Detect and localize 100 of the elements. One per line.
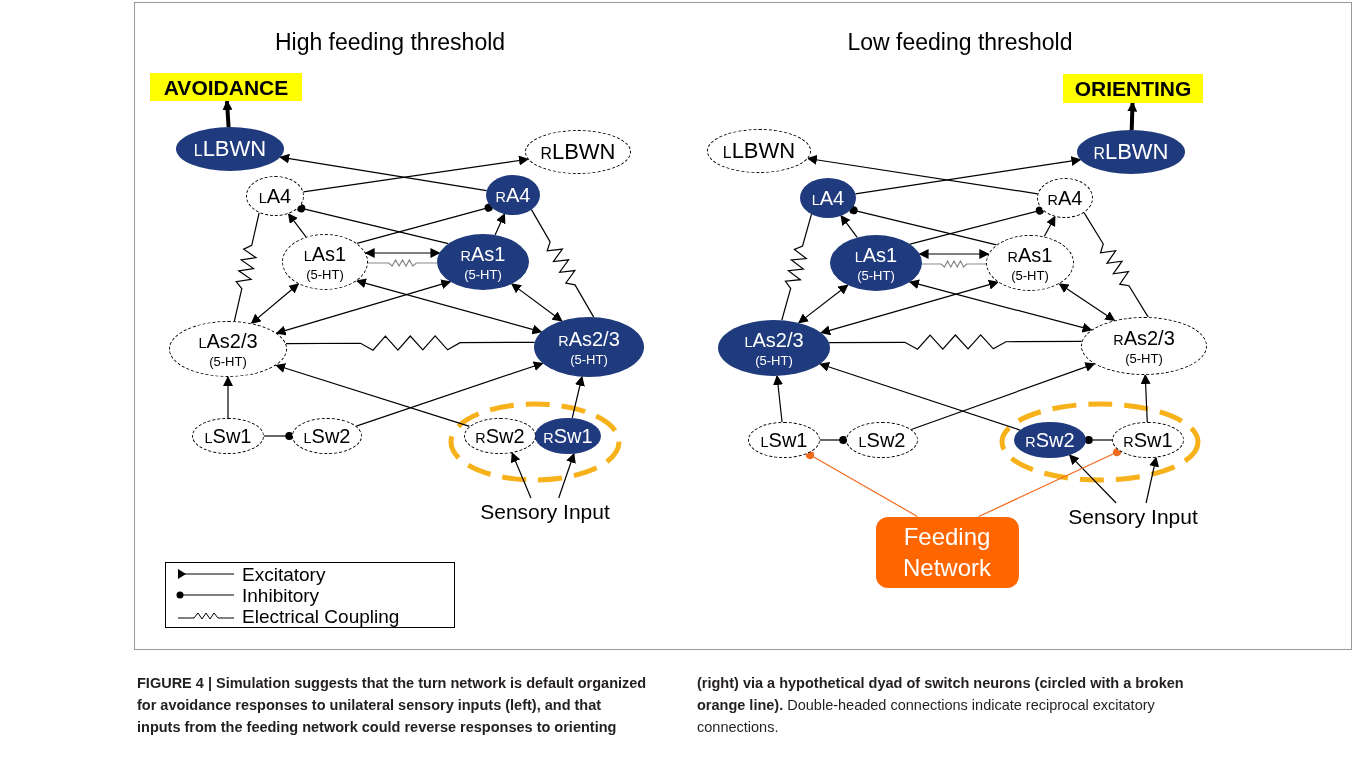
neuron-name: RSw2 <box>475 426 525 446</box>
neuron-name: RLBWN <box>540 141 616 163</box>
neuron-name: LLBWN <box>722 140 796 162</box>
transmitter-label: (5-HT) <box>570 352 608 366</box>
electrical-coupling-zigzag <box>1083 212 1149 318</box>
transmitter-label: (5-HT) <box>755 353 793 367</box>
neuron-name: LSw1 <box>760 430 808 450</box>
arrow <box>558 452 576 499</box>
arrow <box>287 212 307 238</box>
behavior-label: AVOIDANCE <box>163 76 289 98</box>
neuron-ellipse <box>1112 422 1184 458</box>
behavior-output-box <box>1063 73 1203 103</box>
neuron-ellipse <box>846 422 918 458</box>
arrow <box>854 156 1082 195</box>
neuron-name: LAs1 <box>303 243 347 264</box>
neuron-ellipse <box>246 176 304 216</box>
double-arrow <box>918 249 990 259</box>
arrow <box>571 375 585 419</box>
electrical-coupling-zigzag <box>285 334 536 351</box>
inhibitory-connector <box>909 206 1044 245</box>
panel-title: Low feeding threshold <box>847 27 1073 57</box>
transmitter-label: (5-HT) <box>306 267 344 281</box>
neuron-ellipse <box>830 235 922 291</box>
neuron-name: RAs1 <box>460 243 506 264</box>
double-arrow <box>908 279 1093 333</box>
inhibitory-connector <box>805 450 918 518</box>
arrow <box>840 214 858 239</box>
neuron-name: RA4 <box>495 185 531 205</box>
double-arrow <box>364 248 441 258</box>
neuron-ellipse <box>800 178 856 218</box>
feeding-network-box <box>875 516 1019 588</box>
double-arrow <box>820 279 999 336</box>
neuron-name: RAs1 <box>1007 244 1053 265</box>
neuron-ellipse <box>464 418 536 454</box>
double-arrow <box>355 278 543 335</box>
behavior-output-box <box>150 73 302 101</box>
inhibitory-connector <box>849 206 998 246</box>
arrow <box>223 376 233 419</box>
neuron-ellipse <box>535 418 601 454</box>
network-label: Feeding Network <box>902 521 992 583</box>
electrical-coupling-zigzag <box>828 334 1083 350</box>
neuron-ellipse <box>1077 130 1185 174</box>
inhibitory-connector <box>819 435 848 445</box>
transmitter-label: (5-HT) <box>1011 268 1049 282</box>
legend-text: Electrical Coupling <box>242 606 400 626</box>
legend-text: Inhibitory <box>242 585 320 605</box>
neuron-name: RA4 <box>1047 188 1083 208</box>
arrow <box>1068 454 1117 504</box>
neuron-name: LLBWN <box>193 138 267 160</box>
neuron-ellipse <box>1014 422 1086 458</box>
transmitter-label: (5-HT) <box>857 268 895 282</box>
arrow <box>510 452 532 499</box>
neuron-name: LSw2 <box>858 430 906 450</box>
neuron-name: LSw2 <box>303 426 351 446</box>
double-arrow <box>275 279 452 336</box>
neuron-name: RSw1 <box>1123 430 1173 450</box>
neuron-ellipse <box>437 234 529 290</box>
inhibitory-connector <box>297 204 449 245</box>
inhibitory-connector <box>978 448 1122 518</box>
transmitter-label: (5-HT) <box>1125 351 1163 365</box>
double-arrow <box>797 284 849 324</box>
transmitter-label: (5-HT) <box>464 267 502 281</box>
neuron-name: RAs2/3 <box>558 328 620 349</box>
arrow <box>819 362 1021 431</box>
neuron-ellipse <box>486 175 540 215</box>
arrow <box>773 374 783 423</box>
electrical-coupling-zigzag <box>530 209 595 318</box>
neuron-name: RSw2 <box>1025 430 1075 450</box>
neuron-name: RLBWN <box>1093 141 1169 163</box>
arrow <box>494 213 506 236</box>
neuron-ellipse <box>1037 178 1093 218</box>
transmitter-label: (5-HT) <box>209 354 247 368</box>
inhibitory-connector <box>1084 435 1113 445</box>
neuron-name: LSw1 <box>204 426 252 446</box>
behavior-label: ORIENTING <box>1074 77 1192 99</box>
arrow <box>910 362 1096 431</box>
thick-arrow <box>222 100 233 128</box>
neuron-name: LAs1 <box>854 244 898 265</box>
neuron-ellipse <box>718 320 830 376</box>
arrow <box>279 153 488 192</box>
arrow <box>1145 456 1160 504</box>
input-label: Sensory Input <box>480 500 610 522</box>
neuron-name: LA4 <box>258 186 292 206</box>
neuron-ellipse <box>292 418 362 454</box>
legend-text: Excitatory <box>242 564 326 584</box>
neuron-ellipse <box>176 127 284 171</box>
neuron-name: LAs2/3 <box>198 330 258 351</box>
panel-title: High feeding threshold <box>274 27 506 57</box>
electrical-coupling-zigzag <box>233 212 260 322</box>
neuron-name: RAs2/3 <box>1113 327 1175 348</box>
arrow <box>355 361 544 427</box>
electrical-coupling-zigzag <box>781 213 813 321</box>
neuron-name: RSw1 <box>543 426 593 446</box>
arrow <box>302 155 529 193</box>
double-arrow <box>510 283 563 322</box>
arrow <box>1140 374 1151 423</box>
inhibitory-connector <box>356 203 493 244</box>
electrical-coupling-zigzag <box>921 259 987 269</box>
arrow <box>806 154 1039 195</box>
double-arrow <box>250 283 300 324</box>
